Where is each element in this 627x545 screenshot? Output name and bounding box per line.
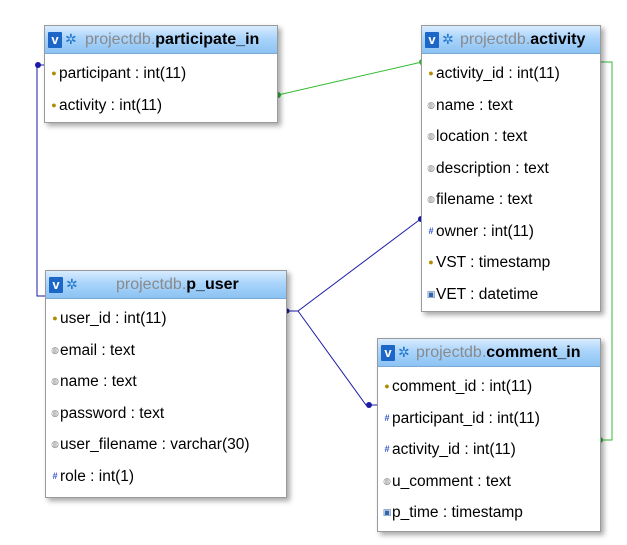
datetime-icon: ▣ bbox=[426, 288, 436, 299]
field-row[interactable]: #role : int(1) bbox=[46, 461, 286, 493]
text-type-icon: ◍ bbox=[51, 407, 59, 418]
field-row[interactable]: ▣VET : datetime bbox=[422, 279, 600, 311]
field-row[interactable]: ◍name : text bbox=[422, 90, 600, 122]
link-user-comment bbox=[297, 310, 378, 406]
table-header[interactable]: v ✲ projectdb.activity bbox=[422, 26, 600, 54]
gear-icon[interactable]: ✲ bbox=[65, 31, 77, 47]
link-end-dot bbox=[35, 62, 41, 68]
link-participate-activity bbox=[277, 61, 423, 96]
index-icon: # bbox=[52, 470, 58, 481]
field-row[interactable]: ◍name : text bbox=[46, 366, 286, 398]
table-title: projectdb.participate_in bbox=[85, 31, 260, 48]
field-row[interactable]: ◍filename : text bbox=[422, 184, 600, 216]
table-activity[interactable]: v ✲ projectdb.activity ●activity_id : in… bbox=[421, 25, 601, 312]
datetime-icon: ▣ bbox=[382, 507, 392, 517]
field-row[interactable]: ◍email : text bbox=[46, 335, 286, 367]
link-user-owner bbox=[287, 217, 423, 312]
field-row[interactable]: ●activity_id : int(11) bbox=[422, 58, 600, 90]
table-title: projectdb.p_user bbox=[116, 276, 239, 293]
key-icon: ● bbox=[428, 257, 434, 267]
key-icon: ● bbox=[428, 68, 434, 78]
field-row[interactable]: ◍description : text bbox=[422, 153, 600, 185]
key-icon: ● bbox=[52, 313, 58, 323]
text-type-icon: ◍ bbox=[51, 439, 59, 449]
index-icon: # bbox=[384, 444, 390, 454]
link-activity-comment bbox=[600, 61, 613, 441]
gear-icon[interactable]: ✲ bbox=[398, 344, 410, 360]
table-header[interactable]: v ✲ projectdb.comment_in bbox=[378, 339, 600, 367]
text-type-icon: ◍ bbox=[427, 194, 435, 204]
field-row[interactable]: ●comment_id : int(11) bbox=[378, 371, 600, 403]
key-icon: ● bbox=[384, 381, 390, 391]
text-type-icon: ◍ bbox=[427, 131, 435, 141]
field-row[interactable]: ▣p_time : timestamp bbox=[378, 497, 600, 529]
text-type-icon: ◍ bbox=[51, 376, 59, 386]
toggle-icon[interactable]: v bbox=[48, 32, 62, 48]
table-title: projectdb.activity bbox=[460, 31, 586, 48]
field-row[interactable]: ◍location : text bbox=[422, 121, 600, 153]
gear-icon[interactable]: ✲ bbox=[66, 276, 78, 292]
field-row[interactable]: ◍password : text bbox=[46, 398, 286, 430]
key-icon: ● bbox=[51, 99, 57, 110]
toggle-icon[interactable]: v bbox=[49, 277, 63, 293]
index-icon: # bbox=[384, 412, 390, 423]
text-type-icon: ◍ bbox=[427, 162, 435, 173]
field-row[interactable]: ◍user_filename : varchar(30) bbox=[46, 429, 286, 461]
field-row[interactable]: #owner : int(11) bbox=[422, 216, 600, 248]
text-type-icon: ◍ bbox=[427, 99, 435, 110]
field-row[interactable]: #activity_id : int(11) bbox=[378, 434, 600, 466]
field-row[interactable]: ●participant : int(11) bbox=[45, 58, 277, 90]
link-end-dot bbox=[366, 402, 372, 408]
field-row[interactable]: ●VST : timestamp bbox=[422, 247, 600, 279]
field-row[interactable]: #participant_id : int(11) bbox=[378, 403, 600, 435]
table-header[interactable]: v ✲ projectdb.participate_in bbox=[45, 26, 277, 54]
index-icon: # bbox=[428, 225, 434, 236]
toggle-icon[interactable]: v bbox=[381, 345, 395, 361]
table-participate-in[interactable]: v ✲ projectdb.participate_in ●participan… bbox=[44, 25, 278, 123]
field-row[interactable]: ●user_id : int(11) bbox=[46, 303, 286, 335]
gear-icon[interactable]: ✲ bbox=[442, 31, 454, 47]
table-title: projectdb.comment_in bbox=[416, 344, 581, 361]
table-p-user[interactable]: v ✲ projectdb.p_user ●user_id : int(11) … bbox=[45, 270, 287, 498]
table-comment-in[interactable]: v ✲ projectdb.comment_in ●comment_id : i… bbox=[377, 338, 601, 532]
table-header[interactable]: v ✲ projectdb.p_user bbox=[46, 271, 286, 299]
field-row[interactable]: ●activity : int(11) bbox=[45, 90, 277, 122]
text-type-icon: ◍ bbox=[383, 475, 391, 486]
toggle-icon[interactable]: v bbox=[425, 32, 439, 48]
key-icon: ● bbox=[51, 68, 57, 78]
field-row[interactable]: ◍u_comment : text bbox=[378, 466, 600, 498]
text-type-icon: ◍ bbox=[51, 344, 59, 355]
